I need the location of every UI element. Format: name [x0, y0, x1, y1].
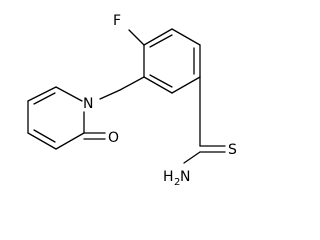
sulfur-label: S [228, 142, 237, 158]
amine-label: H 2 N [163, 169, 190, 188]
bond-pyridone-1 [55, 86, 83, 102]
pyridone-ring [27, 86, 85, 150]
benzene-ring [143, 28, 201, 94]
bond-benzene-4 [171, 76, 201, 94]
bond-ch2-n [99, 89, 121, 100]
bond-c-f [128, 29, 145, 46]
bond-ring-ch2 [119, 76, 145, 91]
structure-canvas: F N O S H 2 N [27, 13, 237, 188]
bond-pyridone-double-2 [33, 129, 56, 143]
nitrogen-label: N [83, 96, 93, 112]
amine-h-label: H [163, 169, 174, 185]
bond-benzene-2 [171, 28, 201, 46]
bond-benzene-double-3 [149, 74, 173, 88]
bond-pyridone-double-1 [33, 92, 56, 105]
fluorine-label: F [113, 13, 121, 29]
bond-pyridone-4 [27, 132, 57, 150]
bond-benzene-5 [143, 76, 173, 94]
bond-pyridone-2 [27, 86, 57, 102]
bond-benzene-double-1 [149, 34, 173, 48]
bond-c-nh2 [183, 151, 201, 164]
amine-h-count: 2 [174, 177, 180, 188]
bond-pyridone-5 [55, 132, 85, 150]
bond-benzene-1 [143, 28, 173, 46]
oxygen-label: O [108, 130, 119, 146]
amine-n-label: N [180, 169, 190, 185]
molecule-drawing: F N O S H 2 N [27, 13, 237, 188]
